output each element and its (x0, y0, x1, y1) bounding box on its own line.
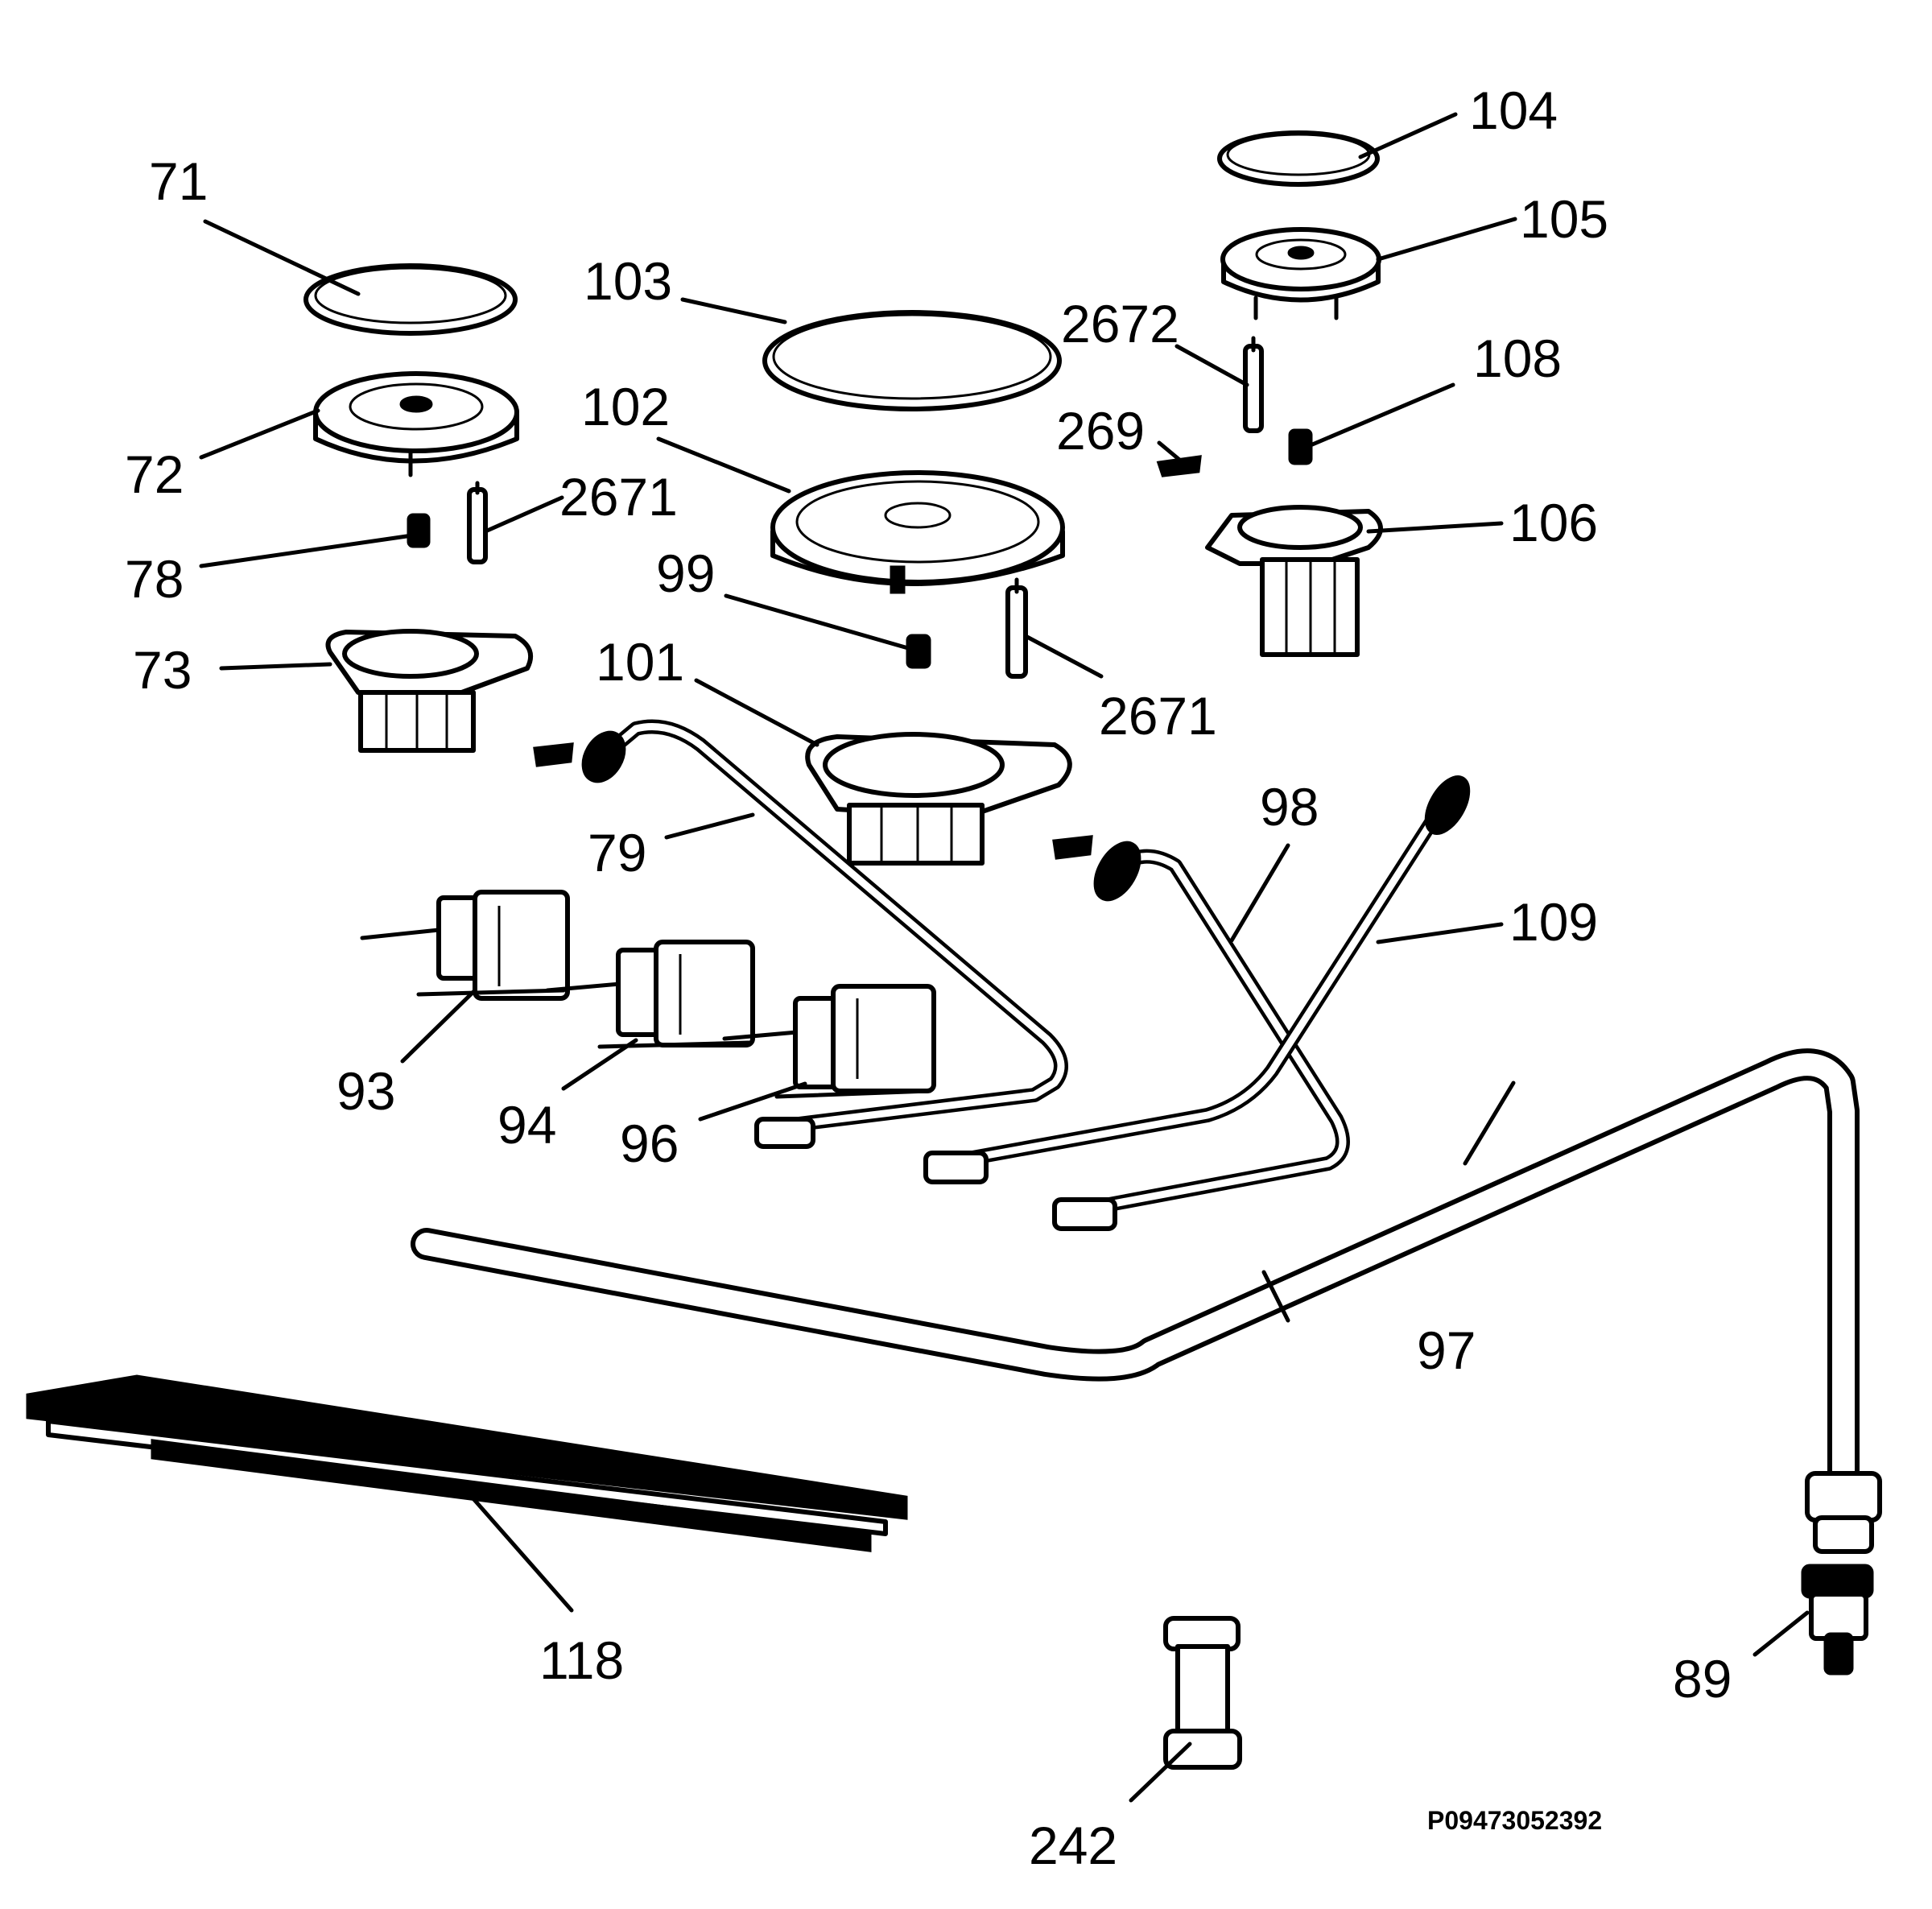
part-2671-electrode-left (467, 481, 488, 564)
part-101-burner-body (805, 732, 1072, 866)
part-105-burner-crown (1220, 227, 1381, 320)
label-242: 242 (1029, 1816, 1117, 1875)
part-93-gas-valve (360, 890, 570, 1001)
part-102-burner-crown (770, 470, 1065, 594)
part-96-gas-valve (722, 984, 936, 1099)
label-2671-left: 2671 (559, 467, 678, 527)
part-109-gas-tube (923, 775, 1471, 1184)
part-2671-electrode-middle (1005, 577, 1028, 679)
label-103: 103 (584, 251, 672, 311)
label-97: 97 (1417, 1320, 1476, 1380)
part-106-burner-body (1205, 505, 1383, 657)
label-98: 98 (1260, 777, 1319, 837)
label-105: 105 (1520, 189, 1608, 249)
part-242-gas-fitting (1163, 1616, 1242, 1770)
part-2672-electrode (1243, 336, 1264, 433)
part-89-connector-nipple (1801, 1564, 1874, 1676)
part-94-gas-valve (545, 940, 755, 1049)
part-118-bracket-rail (26, 1374, 908, 1552)
part-269-clip (1156, 455, 1202, 477)
label-93: 93 (336, 1061, 395, 1121)
tube-clip-middle (1052, 835, 1093, 860)
diagram-code: P09473052392 (1427, 1806, 1602, 1835)
label-99: 99 (656, 543, 715, 603)
label-71: 71 (149, 151, 208, 211)
label-79: 79 (588, 823, 646, 882)
label-102: 102 (581, 377, 670, 436)
tube-clip-left (533, 742, 574, 767)
label-118: 118 (539, 1630, 624, 1690)
label-106: 106 (1509, 493, 1598, 552)
label-96: 96 (620, 1114, 679, 1173)
label-2672: 2672 (1061, 294, 1179, 353)
label-101: 101 (596, 632, 684, 692)
part-97-gas-main-pipe (411, 1048, 1882, 1554)
label-109: 109 (1509, 892, 1598, 952)
label-269: 269 (1056, 401, 1145, 461)
label-108: 108 (1473, 328, 1562, 388)
part-104-burner-cap (1217, 130, 1380, 187)
label-2671-middle: 2671 (1099, 686, 1217, 746)
part-99-injector (906, 634, 931, 669)
part-78-injector (407, 513, 431, 548)
part-98-gas-tube (1052, 841, 1350, 1231)
part-72-burner-crown (313, 371, 519, 477)
part-108-injector (1288, 428, 1313, 465)
label-78: 78 (125, 549, 184, 609)
leader-lines (199, 112, 1810, 1803)
label-104: 104 (1469, 81, 1558, 140)
part-73-burner-body (325, 629, 533, 753)
label-89: 89 (1673, 1649, 1732, 1709)
label-72: 72 (125, 444, 184, 504)
label-73: 73 (133, 640, 192, 700)
part-71-burner-cap (303, 263, 518, 336)
part-79-gas-tube (581, 719, 1068, 1149)
label-94: 94 (497, 1095, 556, 1155)
part-103-burner-cap (762, 310, 1062, 411)
